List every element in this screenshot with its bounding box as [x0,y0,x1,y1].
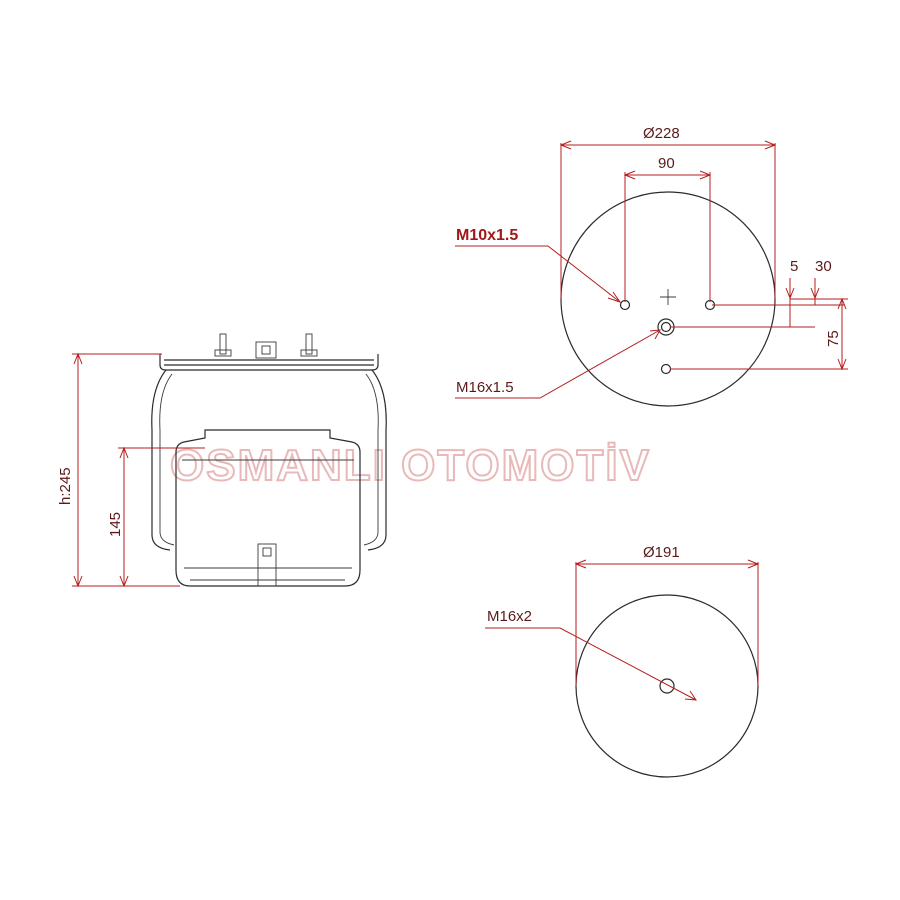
air-inlet-hole [657,318,675,336]
vertical-offset-dimension-line [670,297,848,371]
stud-right [300,333,318,357]
outer-diameter-dimension-line [559,140,777,299]
bottom-view: Ø191 M16x2 [485,544,760,778]
bottom-thread-label: M16x2 [487,608,532,625]
locating-hole [660,363,672,375]
outer-diameter-label: Ø228 [643,125,680,142]
top-view: Ø228 90 5 30 75 M10x1.5 M16x1.5 [455,125,848,407]
bottom-thread-hole [659,678,675,694]
small-offset-label: 5 [790,258,798,275]
bolt-spacing-dimension-line [623,170,712,302]
side-view: h:245 145 [57,333,387,588]
bellows-inner [159,373,379,546]
bottom-thread-leader [485,627,697,701]
vertical-offset-label: 75 [825,330,842,347]
bottom-diameter-label: Ø191 [643,544,680,561]
bottom-stud [257,543,277,587]
top-plate [159,354,379,371]
air-inlet-fitting [255,341,277,359]
piston-inner [182,459,354,581]
air-inlet-thread-label: M16x1.5 [456,379,514,396]
stud-left [214,333,232,357]
bellows [151,369,387,551]
bolt-spacing-label: 90 [658,155,675,172]
bottom-diameter-dimension-line [574,559,760,686]
center-mark [660,289,676,305]
stud-thread-label: M10x1.5 [456,227,518,244]
piston-height-label: 145 [107,512,124,537]
height-label: h:245 [57,467,74,505]
air-inlet-leader [455,329,661,399]
piston-height-dimension-line [118,446,205,588]
watermark-text: OSMANLI OTOMOTİV [170,441,651,490]
piston [175,429,361,587]
horizontal-offset-lines [670,278,845,328]
right-offset-label: 30 [815,258,832,275]
stud-thread-leader [455,245,622,303]
